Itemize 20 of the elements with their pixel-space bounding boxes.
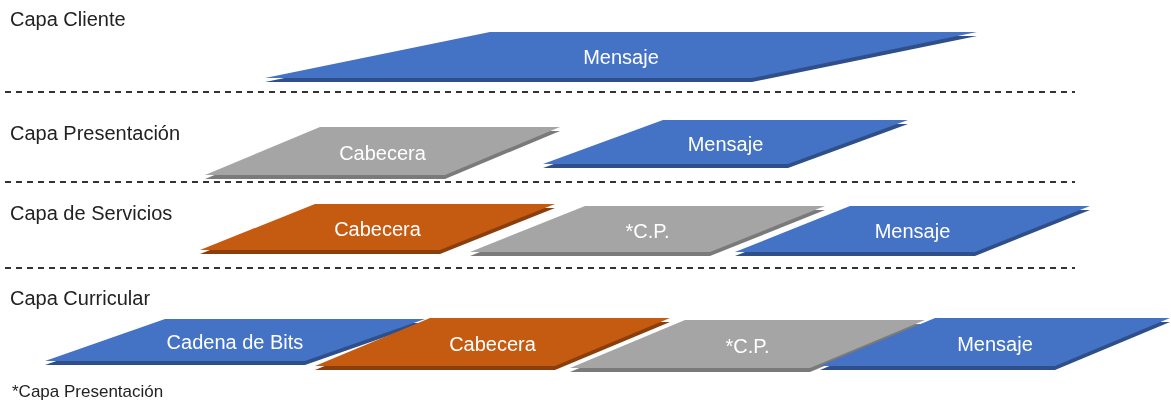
parallelogram-shape	[543, 120, 908, 168]
parallelogram-shape	[735, 206, 1090, 256]
shape-label: Cadena de Bits	[165, 330, 305, 354]
parallelogram-shape	[265, 32, 977, 82]
shape-label: Mensaje	[686, 132, 765, 156]
footnote: *Capa Presentación	[12, 382, 164, 402]
shape-label: Cabecera	[448, 332, 537, 356]
layer-label: Capa Curricular	[10, 287, 151, 310]
shape-label: *C.P.	[724, 334, 771, 358]
layer-label: Capa Presentación	[10, 122, 181, 145]
layer-label: Capa Cliente	[10, 8, 126, 31]
shape-label: Mensaje	[582, 45, 660, 69]
layer-label: Capa de Servicios	[10, 202, 173, 225]
shape-label: *C.P.	[624, 219, 671, 243]
parallelogram-shape	[820, 318, 1170, 370]
shape-label: Mensaje	[956, 332, 1034, 356]
shape-label: Mensaje	[873, 219, 952, 243]
shape-label: Cabecera	[338, 141, 427, 165]
shape-label: Cabecera	[333, 217, 422, 241]
parallelogram-shape	[205, 127, 560, 179]
